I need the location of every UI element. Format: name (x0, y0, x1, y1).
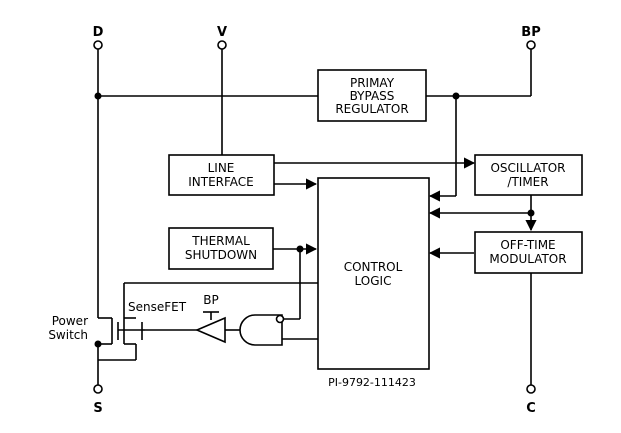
pin-bp-label: BP (521, 25, 540, 40)
part-number-label: PI-9792-111423 (328, 376, 416, 389)
off-time-modulator-block: OFF-TIME MODULATOR (474, 231, 583, 274)
svg-text:BYPASS: BYPASS (350, 89, 395, 103)
power-switch-label-line2: Switch (48, 328, 88, 342)
gate-driver-buffer (194, 316, 226, 344)
pin-s-label: S (93, 401, 102, 416)
thermal-shutdown-block: THERMAL SHUTDOWN (168, 227, 274, 270)
pin-terminals (93, 40, 536, 394)
line-interface-block: LINE INTERFACE (168, 154, 275, 196)
pin-c-terminal (526, 384, 536, 394)
pin-d-terminal (93, 40, 103, 50)
oscillator-timer-block: OSCILLATOR /TIMER (474, 154, 583, 196)
control-logic-block: CONTROL LOGIC (317, 177, 430, 370)
and-gate (239, 314, 283, 346)
bp-supply-label: BP (203, 293, 218, 307)
junction-dots (94, 92, 535, 348)
power-switch-label-line1: Power (52, 314, 88, 328)
svg-text:REGULATOR: REGULATOR (335, 102, 408, 116)
svg-text:INTERFACE: INTERFACE (188, 175, 254, 189)
svg-text:THERMAL: THERMAL (191, 234, 250, 248)
pin-bp-terminal (526, 40, 536, 50)
bypass-regulator-block: PRIMAY BYPASS REGULATOR (317, 69, 427, 122)
pin-d-label: D (93, 25, 104, 40)
svg-text:CONTROL: CONTROL (344, 260, 403, 274)
svg-text:PRIMAY: PRIMAY (350, 76, 395, 90)
svg-text:SHUTDOWN: SHUTDOWN (185, 248, 257, 262)
svg-text:MODULATOR: MODULATOR (489, 252, 566, 266)
pin-c-label: C (526, 401, 536, 416)
svg-text:LINE: LINE (208, 161, 235, 175)
pin-s-terminal (93, 384, 103, 394)
pin-v-terminal (217, 40, 227, 50)
svg-text:/TIMER: /TIMER (507, 175, 548, 189)
svg-text:LOGIC: LOGIC (355, 274, 392, 288)
svg-text:OFF-TIME: OFF-TIME (500, 238, 555, 252)
sensefet-label: SenseFET (128, 300, 187, 314)
and-gate-inverting-bubble (275, 314, 285, 324)
power-switch-transistor (97, 317, 145, 385)
pin-v-label: V (217, 25, 227, 40)
svg-text:OSCILLATOR: OSCILLATOR (490, 161, 565, 175)
wires (97, 49, 537, 385)
